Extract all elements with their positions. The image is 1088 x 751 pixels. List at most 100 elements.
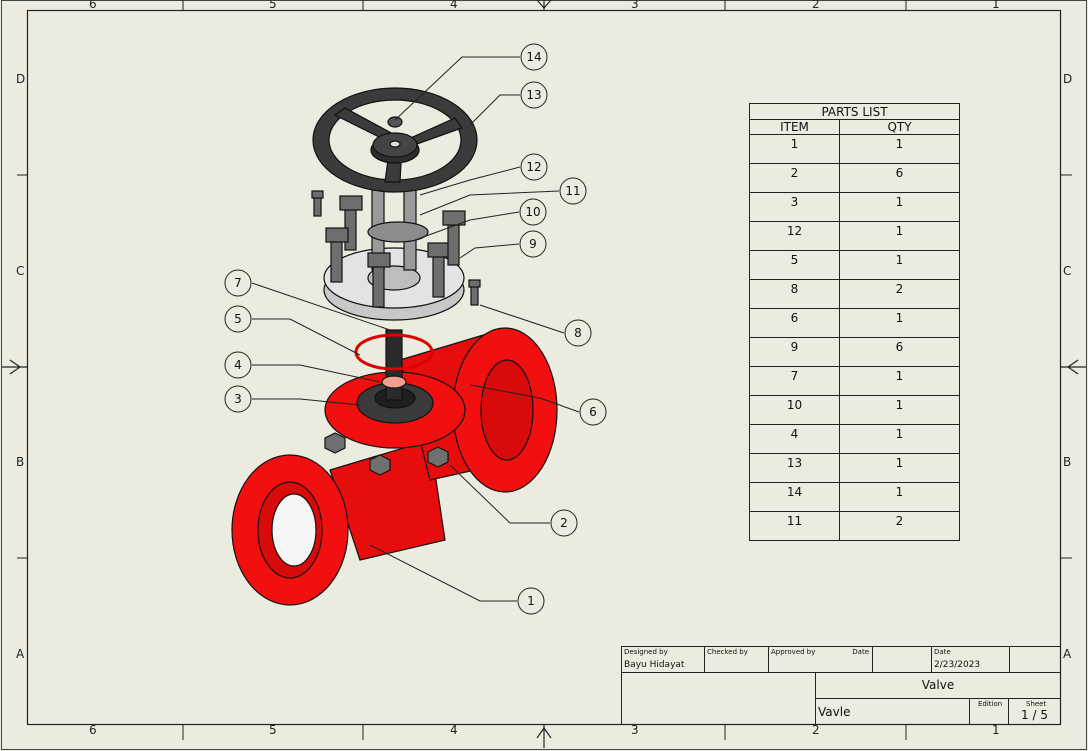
balloon-callout[interactable]: 1 xyxy=(369,544,545,615)
balloon-callout[interactable]: 7 xyxy=(224,269,391,331)
zone-label-left: C xyxy=(16,264,25,278)
balloon-callout[interactable]: 11 xyxy=(419,177,587,216)
leader-line xyxy=(252,398,361,406)
balloon-callout[interactable]: 2 xyxy=(449,464,578,537)
balloon-circle xyxy=(224,351,252,379)
balloon-number: 7 xyxy=(234,276,242,290)
balloon-number: 4 xyxy=(234,358,242,372)
qty-cell: 1 xyxy=(839,221,960,251)
balloon-number: 13 xyxy=(526,88,541,102)
balloon-callout[interactable]: 4 xyxy=(224,351,381,383)
qty-cell: 1 xyxy=(839,192,960,222)
balloon-callout[interactable]: 5 xyxy=(224,305,361,356)
gland-packing xyxy=(381,375,407,389)
balloon-circle xyxy=(550,509,578,537)
checked-by-label: Checked by xyxy=(707,648,748,656)
outlet-bore xyxy=(480,359,534,461)
balloon-callout[interactable]: 6 xyxy=(469,384,607,426)
balloon-callout[interactable]: 3 xyxy=(224,385,361,413)
date-value: 2/23/2023 xyxy=(934,660,981,670)
balloon-number: 11 xyxy=(565,184,580,198)
qty-cell: 6 xyxy=(839,163,960,193)
balloon-callout[interactable]: 14 xyxy=(394,43,548,121)
item-cell: 8 xyxy=(749,279,840,309)
zone-label-bottom: 2 xyxy=(812,723,820,737)
balloon-callout[interactable]: 12 xyxy=(419,153,548,196)
blank-cell xyxy=(1009,646,1061,673)
zone-label-top: 3 xyxy=(631,0,639,11)
logo-cell xyxy=(621,672,816,725)
balloon-number: 8 xyxy=(574,326,582,340)
balloon-circle xyxy=(519,198,547,226)
item-cell: 11 xyxy=(749,511,840,541)
edition-cell: Edition xyxy=(969,698,1009,725)
item-cell: 5 xyxy=(749,250,840,280)
sheet-cell: Sheet 1 / 5 xyxy=(1008,698,1061,725)
qty-cell: 1 xyxy=(839,366,960,396)
leader-line xyxy=(252,364,381,383)
title-block: Designed by Bayu Hidayat Checked by Appr… xyxy=(621,646,1061,725)
leader-line xyxy=(419,190,560,216)
zone-label-top: 5 xyxy=(269,0,277,11)
balloon-circle xyxy=(520,43,548,71)
qty-cell: 1 xyxy=(839,482,960,512)
zone-label-bottom: 6 xyxy=(89,723,97,737)
item-cell: 10 xyxy=(749,395,840,425)
qty-cell: 1 xyxy=(839,250,960,280)
title-cell: Valve xyxy=(815,672,1061,699)
approved-date-cell xyxy=(872,646,932,673)
balloon-number: 1 xyxy=(527,594,535,608)
item-cell: 7 xyxy=(749,366,840,396)
sheet-number: 1 / 5 xyxy=(1021,708,1048,722)
valve-body-pipe xyxy=(329,439,446,561)
balloon-callout[interactable]: 9 xyxy=(459,230,547,259)
zone-label-left: D xyxy=(16,72,26,86)
balloon-number: 9 xyxy=(529,237,537,251)
balloon-circle xyxy=(517,587,545,615)
edition-label: Edition xyxy=(978,700,1003,708)
stem-nut xyxy=(367,221,429,243)
bonnet-bolts xyxy=(311,190,481,308)
balloon-circle xyxy=(224,385,252,413)
zone-label-bottom: 5 xyxy=(269,723,277,737)
zone-label-top: 6 xyxy=(89,0,97,11)
item-cell: 9 xyxy=(749,337,840,367)
balloon-circle xyxy=(224,305,252,333)
column-header-item: ITEM xyxy=(749,119,840,135)
drawing-title: Valve xyxy=(921,678,955,692)
balloon-circle xyxy=(579,398,607,426)
balloon-circle xyxy=(224,269,252,297)
item-cell: 3 xyxy=(749,192,840,222)
designed-by-value: Bayu Hidayat xyxy=(624,660,685,670)
balloon-circle xyxy=(559,177,587,205)
balloon-callout[interactable]: 8 xyxy=(479,304,592,347)
qty-cell: 1 xyxy=(839,424,960,454)
parts-list-title: PARTS LIST xyxy=(749,103,960,120)
o-ring xyxy=(354,333,434,371)
qty-cell: 1 xyxy=(839,395,960,425)
zone-label-top: 1 xyxy=(992,0,1000,11)
designed-by-label: Designed by xyxy=(624,648,668,656)
inlet-bore-opening xyxy=(271,493,317,567)
zone-label-bottom: 3 xyxy=(631,723,639,737)
item-cell: 6 xyxy=(749,308,840,338)
item-cell: 12 xyxy=(749,221,840,251)
balloon-callout[interactable]: 10 xyxy=(414,198,547,241)
item-cell: 2 xyxy=(749,163,840,193)
qty-cell: 2 xyxy=(839,511,960,541)
balloon-callout[interactable]: 13 xyxy=(469,81,548,126)
